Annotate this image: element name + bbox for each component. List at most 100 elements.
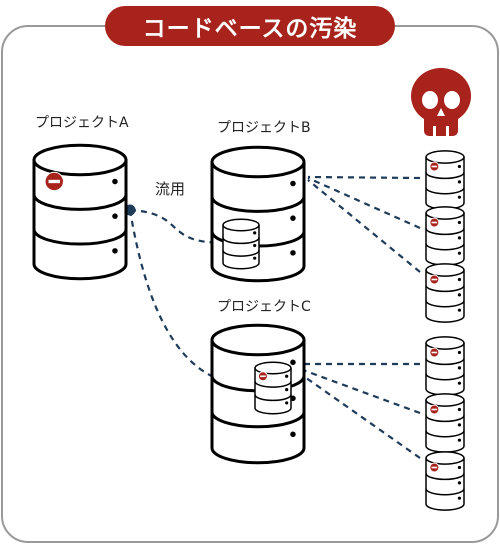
db-tier-line xyxy=(254,394,292,402)
db-indicator-dot xyxy=(285,401,289,405)
db-indicator-dot xyxy=(457,251,462,255)
db-indicator-dot xyxy=(285,388,289,392)
no-entry-bar xyxy=(431,165,438,168)
db-indicator-dot xyxy=(290,431,296,438)
db-tier-line xyxy=(425,373,465,381)
spread-line-b-1 xyxy=(307,175,421,180)
db-tier-line xyxy=(425,172,465,180)
db-top xyxy=(425,263,465,277)
db-indicator-dot xyxy=(290,250,296,256)
db-tier-line xyxy=(425,187,465,195)
skull-tooth-gap xyxy=(433,126,436,136)
no-entry-icon xyxy=(257,371,268,382)
project-c-embedded-database xyxy=(254,361,292,415)
no-entry-icon xyxy=(44,171,64,192)
project-b-embedded-database xyxy=(222,218,260,270)
db-indicator-dot xyxy=(457,465,462,470)
no-entry-bar xyxy=(431,351,438,354)
skull-jaw xyxy=(424,112,458,136)
db-top xyxy=(32,143,128,177)
db-indicator-dot xyxy=(112,178,118,185)
project-b-label: プロジェクトB xyxy=(217,120,311,136)
no-entry-bar xyxy=(260,375,266,378)
db-indicator-dot xyxy=(457,481,462,485)
db-indicator-dot xyxy=(457,423,462,427)
db-tier-line xyxy=(425,430,465,438)
db-tier-line xyxy=(254,381,292,388)
spread-line-b-2 xyxy=(307,176,421,230)
no-entry-icon xyxy=(429,347,440,358)
db-top xyxy=(425,336,465,350)
db-indicator-dot xyxy=(253,231,257,235)
db-top xyxy=(425,150,465,164)
project-a-database xyxy=(32,143,128,281)
no-entry-icon xyxy=(429,274,440,285)
contaminated-database-1 xyxy=(425,150,465,210)
spread-line-b-3 xyxy=(307,179,421,273)
db-indicator-dot xyxy=(457,308,462,312)
db-tier-line xyxy=(425,358,465,366)
db-tier-line xyxy=(222,250,260,257)
db-tier-line xyxy=(210,411,306,429)
db-tier-line xyxy=(425,228,465,236)
db-indicator-dot xyxy=(457,496,462,500)
db-top xyxy=(425,451,465,465)
project-a-label: プロジェクトA xyxy=(35,115,129,131)
db-indicator-dot xyxy=(457,220,462,225)
db-indicator-dot xyxy=(253,256,257,260)
db-indicator-dot xyxy=(457,407,462,412)
db-indicator-dot xyxy=(457,293,462,297)
db-indicator-dot xyxy=(457,366,462,370)
db-indicator-dot xyxy=(457,180,462,184)
contaminated-database-5 xyxy=(425,393,465,453)
no-entry-bar xyxy=(431,408,438,411)
contaminated-database-2 xyxy=(425,206,465,266)
no-entry-bar xyxy=(431,278,438,281)
reuse-label: 流用 xyxy=(155,180,186,198)
db-tier-line xyxy=(425,243,465,251)
no-entry-bar xyxy=(431,221,438,224)
spread-line-c-2 xyxy=(291,364,421,415)
no-entry-bar xyxy=(431,466,438,469)
skull-eye-left xyxy=(422,91,438,109)
contaminated-database-4 xyxy=(425,336,465,396)
no-entry-icon xyxy=(429,404,440,415)
db-indicator-dot xyxy=(457,236,462,240)
db-indicator-dot xyxy=(457,438,462,442)
skull-head xyxy=(411,68,471,124)
db-indicator-dot xyxy=(290,359,296,366)
skull-nose xyxy=(437,108,445,116)
db-indicator-dot xyxy=(457,195,462,199)
db-indicator-dot xyxy=(285,374,289,378)
contaminated-database-3 xyxy=(425,263,465,323)
skull-tooth-gap xyxy=(446,126,449,136)
database-layer xyxy=(32,143,465,511)
db-top xyxy=(425,206,465,220)
db-tier-line xyxy=(32,194,128,211)
db-body xyxy=(222,224,260,270)
db-tier-line xyxy=(425,300,465,308)
db-top xyxy=(210,145,306,179)
db-tier-line xyxy=(425,473,465,481)
db-indicator-dot xyxy=(253,243,257,248)
db-indicator-dot xyxy=(457,164,462,169)
db-indicator-dot xyxy=(457,350,462,355)
page-title: コードベースの汚染 xyxy=(105,6,395,46)
no-entry-icon xyxy=(429,462,440,473)
db-indicator-dot xyxy=(290,215,296,221)
db-top xyxy=(210,323,306,357)
db-tier-line xyxy=(425,488,465,496)
skull-eye-right xyxy=(444,91,460,109)
db-indicator-dot xyxy=(290,180,296,187)
db-indicator-dot xyxy=(112,213,118,219)
no-entry-icon xyxy=(429,217,440,228)
db-indicator-dot xyxy=(457,277,462,282)
no-entry-icon xyxy=(429,161,440,172)
db-tier-line xyxy=(222,237,260,245)
project-c-label: プロジェクトC xyxy=(217,299,311,315)
contaminated-database-6 xyxy=(425,451,465,511)
db-top xyxy=(254,361,292,375)
db-tier-line xyxy=(425,285,465,293)
db-tier-line xyxy=(425,415,465,423)
